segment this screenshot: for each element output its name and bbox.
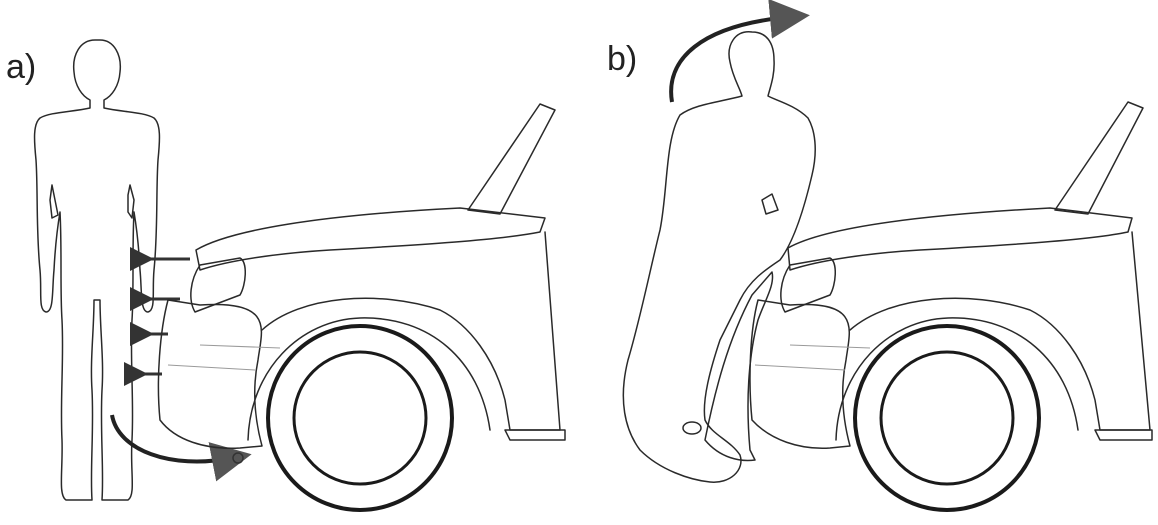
body-rotation-arrow <box>671 17 790 102</box>
panel-b <box>623 17 1152 510</box>
pedestrian-left-hand-detail <box>50 185 58 218</box>
leg-swing-curved-arrow <box>112 415 232 461</box>
panel-a <box>35 40 565 510</box>
pedestrian-rotated-outline <box>623 32 815 482</box>
pedestrian-right-hand-detail <box>128 185 134 218</box>
car-a-bumper <box>158 300 262 448</box>
car-front-a <box>158 104 565 510</box>
car-b-tire <box>855 326 1039 510</box>
car-a-tire <box>268 326 452 510</box>
car-a-hood-outline <box>196 208 545 270</box>
pedestrian-standing-outline <box>35 40 160 500</box>
car-b-bumper <box>750 300 850 448</box>
car-a-bumper-line <box>168 365 255 370</box>
impact-force-arrows <box>142 259 190 374</box>
car-b-fender <box>850 232 1150 430</box>
car-b-hood-outline <box>788 208 1132 270</box>
car-front-b <box>750 102 1152 510</box>
car-a-rim <box>294 352 426 484</box>
pedestrian-rotated-hand-detail <box>762 194 778 214</box>
car-a-body-line <box>200 345 280 348</box>
car-a-sill <box>505 430 565 440</box>
foot-contact-marker <box>233 453 243 463</box>
car-b-windshield <box>1055 102 1143 214</box>
pedestrian-foot-detail <box>683 422 701 434</box>
car-a-fender <box>262 232 560 430</box>
car-b-sill <box>1095 430 1152 440</box>
car-b-body-line <box>790 345 870 348</box>
car-b-rim <box>881 352 1013 484</box>
car-b-wheel-arch <box>836 318 1078 440</box>
car-a-windshield <box>468 104 555 214</box>
car-b-bumper-line <box>755 365 845 370</box>
